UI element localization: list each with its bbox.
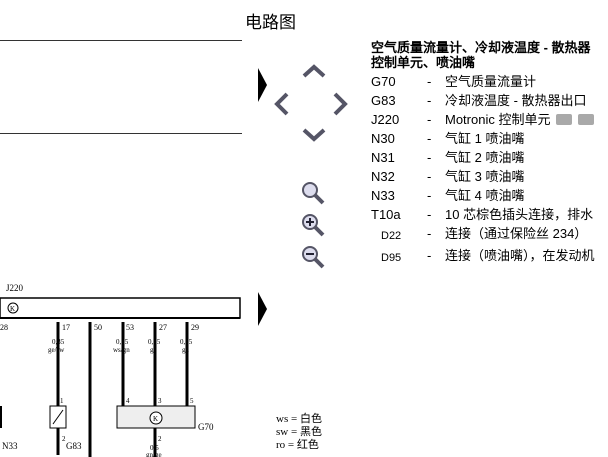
legend-row: D22 -连接（通过保险丝 234） [371, 224, 595, 246]
zoom-in-icon[interactable] [300, 212, 326, 238]
legend-desc: 气缸 2 喷油嘴 [445, 150, 525, 165]
wire-size: 0,35 [180, 338, 193, 346]
sensor-pin: 5 [190, 397, 194, 405]
sensor-pin: 4 [126, 397, 130, 405]
zoom-out-icon[interactable] [300, 244, 326, 270]
legend-dash: - [427, 74, 432, 89]
pin-number: 50 [94, 323, 102, 332]
legend-code: J220 [371, 112, 400, 127]
legend-code: N32 [371, 169, 395, 184]
legend-row: N30 -气缸 1 喷油嘴 [371, 129, 595, 148]
chevron-up-icon[interactable] [302, 64, 326, 78]
legend-desc: 气缸 1 喷油嘴 [445, 131, 525, 146]
air-mass-meter-symbol: K [153, 415, 158, 423]
legend-code: N31 [371, 150, 395, 165]
legend-row: N32 -气缸 3 喷油嘴 [371, 167, 595, 186]
legend-row: G83 -冷却液温度 - 散热器出口 [371, 91, 595, 110]
camera-icon[interactable] [578, 114, 595, 125]
legend-code: D95 [381, 252, 402, 264]
component-label: G70 [198, 422, 214, 432]
diagram-preview-panel [0, 40, 242, 134]
component-label: N33 [2, 441, 18, 451]
legend-desc: Motronic 控制单元 [445, 112, 551, 127]
legend-desc: 气缸 3 喷油嘴 [445, 169, 525, 184]
component-legend: 空气质量流量计、冷却液温度 - 散热器 控制单元、喷油嘴 G70-空气质量流量计… [371, 40, 608, 280]
legend-desc: 冷却液温度 - 散热器出口 [445, 93, 587, 108]
expand-right-icon[interactable] [258, 68, 268, 107]
legend-row: D95 -连接（喷油嘴），在发动机 [371, 246, 595, 268]
sensor-pin: 1 [60, 397, 64, 405]
wire-color: ge/sw [48, 346, 65, 354]
wire-size: 0,35 [116, 338, 129, 346]
legend-desc: 气缸 4 喷油嘴 [445, 188, 525, 203]
ground-symbol-label: K [10, 305, 15, 313]
legend-code: N33 [371, 188, 395, 203]
legend-code: G70 [371, 74, 396, 89]
pin-number: 53 [126, 323, 134, 332]
wire-size: 0,35 [52, 338, 65, 346]
legend-row: J220 -Motronic 控制单元 [371, 110, 595, 129]
legend-dash: - [427, 188, 432, 203]
legend-desc: 10 芯棕色插头连接，排水 [445, 207, 594, 222]
legend-code: G83 [371, 93, 396, 108]
sensor-pin: 2 [158, 435, 162, 443]
legend-desc: 空气质量流量计 [445, 74, 537, 89]
wire-color-key: ws = 白色 sw = 黑色 ro = 红色 [276, 413, 322, 452]
control-unit-box [0, 297, 241, 319]
wire-size: 0,5 [150, 444, 159, 452]
legend-subtitle: 控制单元、喷油嘴 [371, 55, 476, 70]
module-label: J220 [6, 283, 24, 293]
legend-dash: - [427, 93, 432, 108]
legend-row: G70 -空气质量流量计 [371, 72, 595, 91]
wiring-diagram: J220 K 28 17 50 53 27 29 0,35 ge/sw 0,35… [0, 283, 241, 457]
component-label: G83 [66, 441, 82, 451]
wire-color: ge [150, 346, 157, 354]
ground-symbol-icon [7, 302, 19, 314]
legend-dash: - [427, 131, 432, 146]
legend-code: T10a [371, 207, 401, 222]
chevron-down-icon[interactable] [302, 128, 326, 142]
color-key-row: ro = 红色 [276, 439, 319, 451]
legend-title: 空气质量流量计、冷却液温度 - 散热器 [371, 40, 591, 55]
wire-size: 0,35 [148, 338, 161, 346]
legend-dash: - [427, 112, 432, 127]
zoom-fit-icon[interactable] [300, 180, 326, 206]
chevron-right-icon[interactable] [332, 92, 348, 116]
camera-icon[interactable] [556, 114, 573, 125]
legend-desc: 连接（通过保险丝 234） [445, 226, 588, 241]
chevron-left-icon[interactable] [274, 92, 290, 116]
legend-code: D22 [381, 230, 402, 242]
pin-number: 17 [62, 323, 70, 332]
collapse-left-icon[interactable] [258, 292, 268, 331]
legend-row: N33 -气缸 4 喷油嘴 [371, 186, 595, 205]
legend-desc: 连接（喷油嘴），在发动机 [445, 248, 595, 263]
legend-dash: - [427, 248, 432, 263]
wire-color: gn [182, 346, 190, 354]
legend-row: N31 -气缸 2 喷油嘴 [371, 148, 595, 167]
pin-number: 28 [0, 323, 8, 332]
wire-color: gn/ge [146, 451, 162, 457]
color-key-row: ws = 白色 [276, 413, 322, 425]
page-title: 电路图 [245, 13, 296, 32]
pin-number: 27 [159, 323, 167, 332]
pin-number: 29 [191, 323, 199, 332]
sensor-pin: 3 [158, 397, 162, 405]
legend-code: N30 [371, 131, 395, 146]
legend-dash: - [427, 150, 432, 165]
legend-table: G70-空气质量流量计 G83-冷却液温度 - 散热器出口 J220-Motro… [371, 72, 595, 268]
color-key-row: sw = 黑色 [276, 426, 322, 438]
legend-dash: - [427, 169, 432, 184]
legend-dash: - [427, 226, 432, 241]
sensor-pin: 2 [62, 435, 66, 443]
legend-dash: - [427, 207, 432, 222]
wire-color: ws/gn [113, 346, 130, 354]
legend-row: T10a -10 芯棕色插头连接，排水 [371, 205, 595, 224]
